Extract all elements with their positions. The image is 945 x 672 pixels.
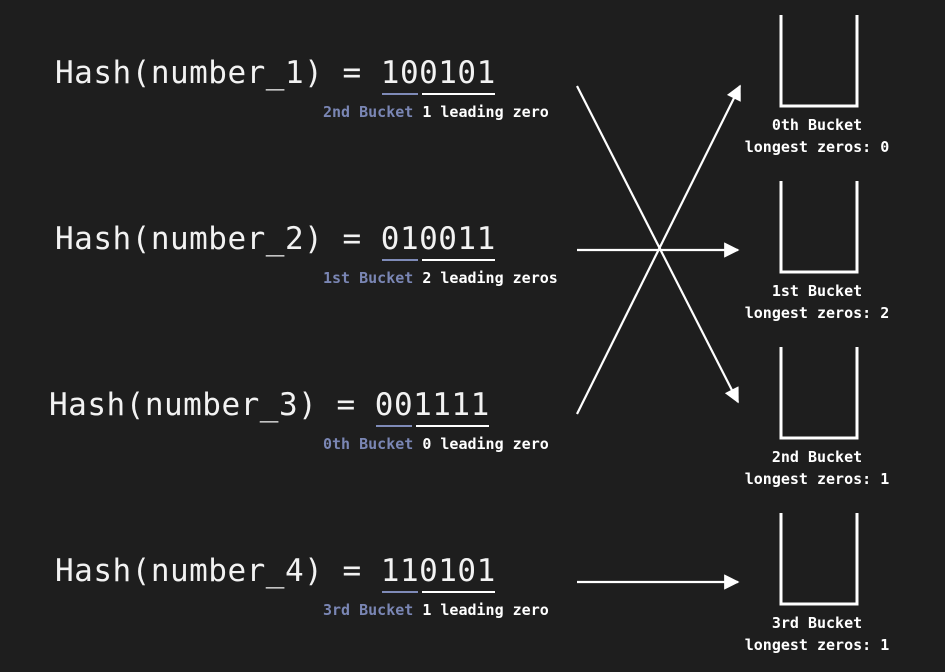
leading-zeros-text: 0 leading zero: [422, 435, 549, 453]
hash-caption-3: 0th Bucket 0 leading zero: [323, 435, 549, 453]
bucket-label-3: 3rd Bucket longest zeros: 1: [727, 612, 907, 656]
bucket-name: 0th Bucket: [771, 116, 863, 134]
hash-bits: 100101: [380, 55, 496, 95]
value-bits: 0101: [419, 55, 496, 95]
bucket-name: 3rd Bucket: [771, 614, 863, 632]
value-bits: 0101: [419, 553, 496, 593]
hash-bits: 001111: [374, 387, 490, 427]
bucket-3-container: [779, 513, 859, 606]
bucket-stat: longest zeros: 0: [744, 138, 890, 156]
arrow-hash3-to-bucket0: [576, 84, 741, 415]
bucket-bits: 10: [380, 55, 420, 95]
hash-bits: 010011: [380, 221, 496, 261]
leading-zeros-text: 1 leading zero: [422, 103, 549, 121]
hash-line-3: Hash(number_3) = 001111: [49, 387, 490, 427]
bucket-stat: longest zeros: 1: [744, 636, 890, 654]
hash-caption-2: 1st Bucket 2 leading zeros: [323, 269, 558, 287]
bucket-stat: longest zeros: 1: [744, 470, 890, 488]
leading-zeros-text: 1 leading zero: [422, 601, 549, 619]
bucket-0-container: [779, 15, 859, 108]
bucket-name: 2nd Bucket: [771, 448, 863, 466]
value-bits: 1111: [413, 387, 490, 427]
bucket-bits: 01: [380, 221, 420, 261]
hash-expression: Hash(number_4) =: [55, 553, 381, 589]
hash-line-1: Hash(number_1) = 100101: [55, 55, 496, 95]
bucket-bits: 00: [374, 387, 414, 427]
leading-zeros-text: 2 leading zeros: [422, 269, 558, 287]
bucket-2-container: [779, 347, 859, 440]
arrow-hash1-to-bucket2: [576, 85, 739, 404]
bucket-ref: 3rd Bucket: [323, 601, 414, 619]
hash-caption-4: 3rd Bucket 1 leading zero: [323, 601, 549, 619]
bucket-1-container: [779, 181, 859, 274]
bucket-ref: 0th Bucket: [323, 435, 414, 453]
hash-bits: 110101: [380, 553, 496, 593]
hash-line-2: Hash(number_2) = 010011: [55, 221, 496, 261]
bucket-bits: 11: [380, 553, 420, 593]
hash-expression: Hash(number_2) =: [55, 221, 381, 257]
bucket-label-0: 0th Bucket longest zeros: 0: [727, 114, 907, 158]
hash-caption-1: 2nd Bucket 1 leading zero: [323, 103, 549, 121]
hash-expression: Hash(number_3) =: [49, 387, 375, 423]
bucket-ref: 1st Bucket: [323, 269, 414, 287]
value-bits: 0011: [419, 221, 496, 261]
hash-expression: Hash(number_1) =: [55, 55, 381, 91]
bucket-label-1: 1st Bucket longest zeros: 2: [727, 280, 907, 324]
bucket-name: 1st Bucket: [771, 282, 863, 300]
bucket-label-2: 2nd Bucket longest zeros: 1: [727, 446, 907, 490]
hash-line-4: Hash(number_4) = 110101: [55, 553, 496, 593]
bucket-stat: longest zeros: 2: [744, 304, 890, 322]
bucket-ref: 2nd Bucket: [323, 103, 414, 121]
